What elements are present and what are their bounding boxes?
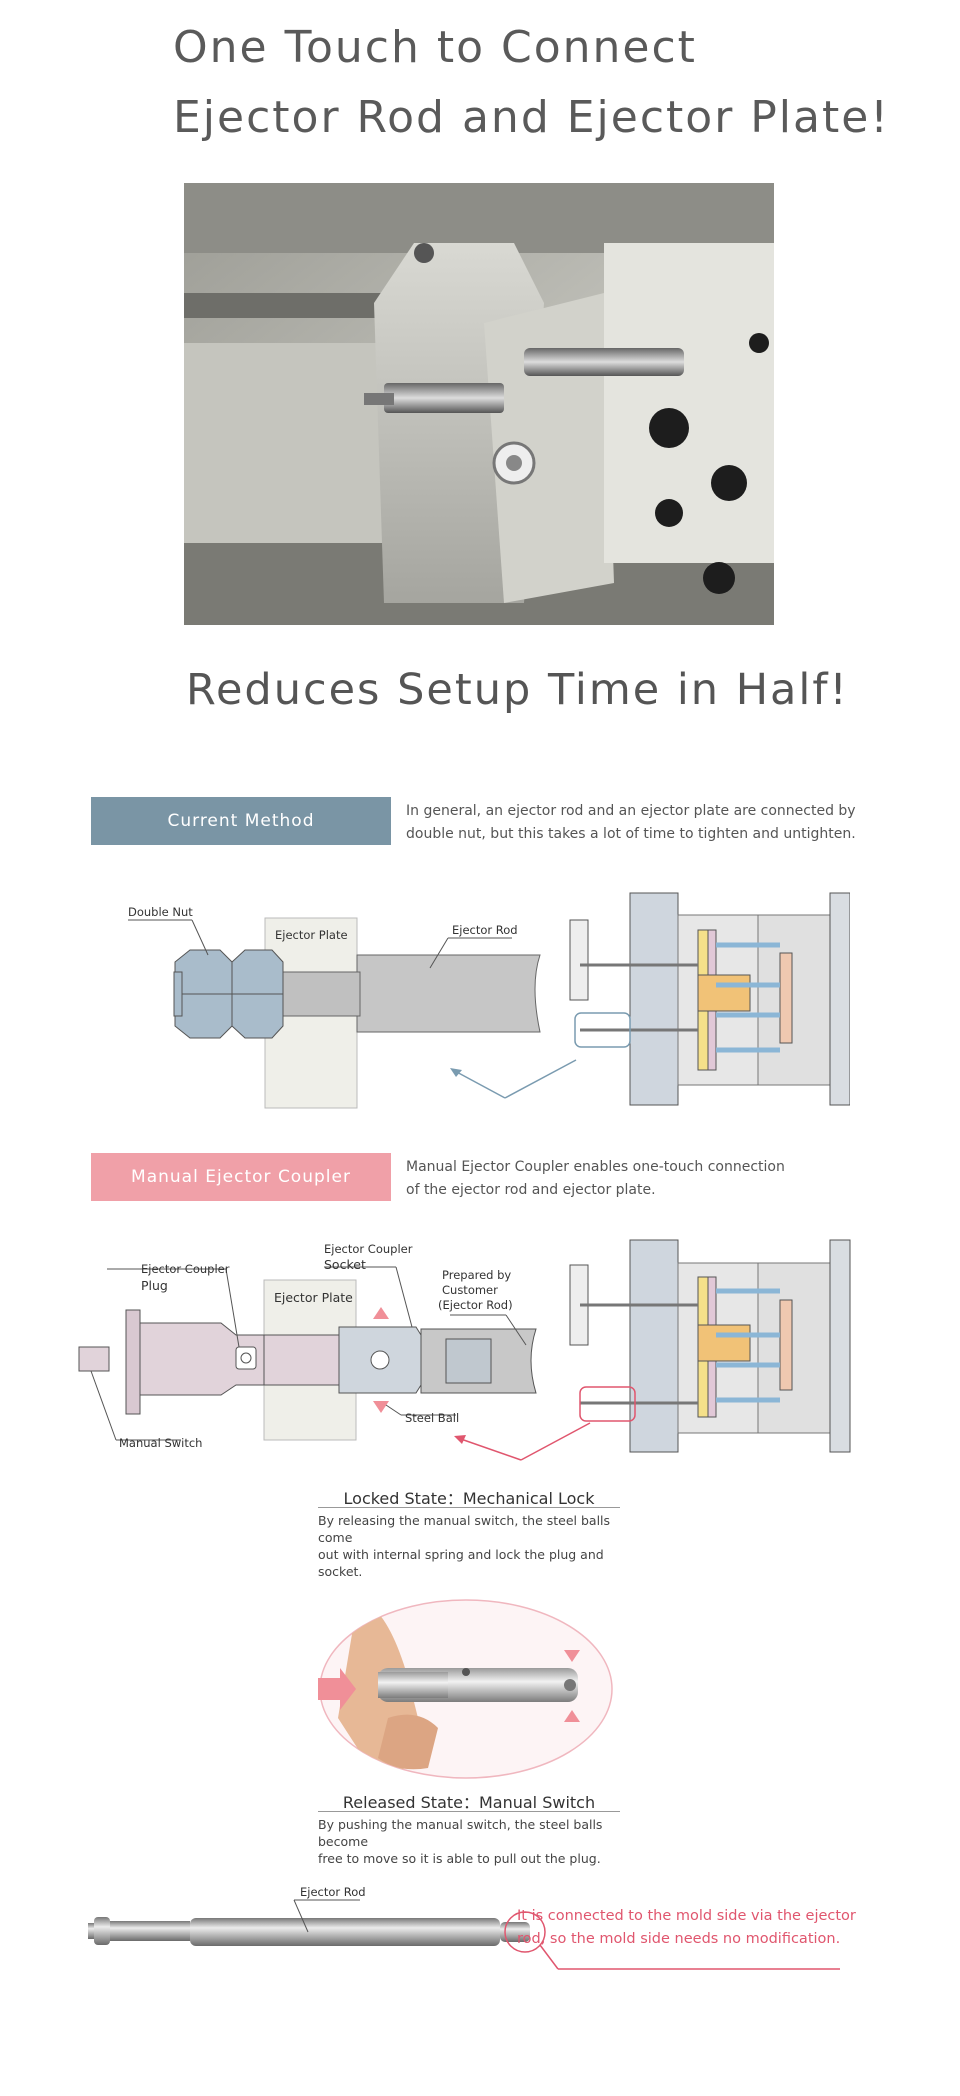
- locked-text-line2: out with internal spring and lock the pl…: [318, 1547, 604, 1579]
- double-nut-label: Double Nut: [128, 905, 193, 919]
- prepared-label-line3: (Ejector Rod): [438, 1298, 513, 1312]
- bottom-rod-diagram: Ejector Rod: [80, 1885, 850, 1995]
- bottom-note-line1: It is connected to the mold side via the…: [517, 1908, 856, 1924]
- coupler-ejector-plate-label: Ejector Plate: [274, 1290, 353, 1305]
- released-text-line2: free to move so it is able to pull out t…: [318, 1851, 601, 1866]
- hand-coupler-photo: [318, 1598, 614, 1780]
- manual-coupler-description: Manual Ejector Coupler enables one-touch…: [406, 1156, 866, 1202]
- manual-coupler-label: Manual Ejector Coupler: [91, 1153, 391, 1201]
- bottom-note-line2: rod, so the mold side needs no modificat…: [517, 1931, 841, 1947]
- released-text-line1: By pushing the manual switch, the steel …: [318, 1817, 603, 1849]
- released-state-divider: [318, 1811, 620, 1812]
- bottom-ejector-rod-label: Ejector Rod: [300, 1885, 366, 1899]
- manual-switch-label: Manual Switch: [119, 1436, 203, 1450]
- current-method-diagram: Double Nut Ejector Plate Ejector Rod: [120, 880, 851, 1120]
- current-method-description: In general, an ejector rod and an ejecto…: [406, 800, 866, 846]
- locked-state-text: By releasing the manual switch, the stee…: [318, 1512, 648, 1580]
- prepared-label-line2: Customer: [442, 1283, 498, 1297]
- steel-ball-label: Steel Ball: [405, 1411, 460, 1425]
- coupler-diagram: Ejector Coupler Plug Ejector Coupler Soc…: [76, 1235, 856, 1475]
- locked-state-title: Locked State：Mechanical Lock: [343, 1489, 595, 1508]
- current-desc-line2: double nut, but this takes a lot of time…: [406, 826, 856, 842]
- released-state-title: Released State：Manual Switch: [342, 1793, 596, 1812]
- plug-label-line1: Ejector Coupler: [141, 1262, 230, 1276]
- coupler-desc-line2: of the ejector rod and ejector plate.: [406, 1182, 656, 1198]
- current-ejector-plate-label: Ejector Plate: [275, 928, 348, 942]
- bottom-note: It is connected to the mold side via the…: [517, 1905, 937, 1951]
- page-title-line1: One Touch to Connect: [173, 22, 697, 73]
- locked-text-line1: By releasing the manual switch, the stee…: [318, 1513, 611, 1545]
- current-method-label: Current Method: [91, 797, 391, 845]
- machine-photo: [184, 183, 774, 625]
- prepared-label-line1: Prepared by: [442, 1268, 512, 1282]
- current-desc-line1: In general, an ejector rod and an ejecto…: [406, 803, 856, 819]
- socket-label-line2: Socket: [324, 1257, 366, 1272]
- plug-label-line2: Plug: [141, 1278, 168, 1293]
- locked-state-divider: [318, 1507, 620, 1508]
- subtitle: Reduces Setup Time in Half!: [186, 665, 849, 715]
- coupler-desc-line1: Manual Ejector Coupler enables one-touch…: [406, 1159, 785, 1175]
- released-state-text: By pushing the manual switch, the steel …: [318, 1816, 648, 1867]
- socket-label-line1: Ejector Coupler: [324, 1242, 413, 1256]
- page-title-line2: Ejector Rod and Ejector Plate!: [173, 92, 890, 143]
- current-ejector-rod-label: Ejector Rod: [452, 923, 518, 937]
